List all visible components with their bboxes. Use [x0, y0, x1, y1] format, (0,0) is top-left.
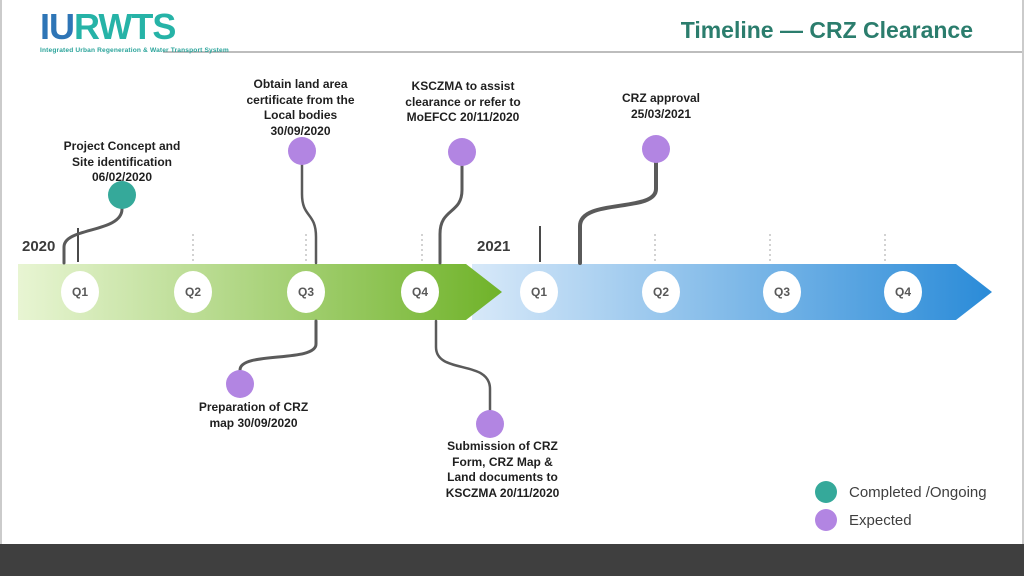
quarter-circle-2021-q1 [520, 271, 558, 313]
quarter-circle-2021-q4 [884, 271, 922, 313]
logo-wordmark: IURWTS [40, 9, 229, 45]
logo-wordmark-iu: IU [40, 6, 75, 47]
milestone-label-crz-map: Preparation of CRZ map 30/09/2020 [198, 400, 309, 430]
left-border [0, 0, 2, 576]
legend-completed-dot [815, 481, 837, 503]
milestone-dot-expected-5 [226, 370, 254, 398]
milestone-dot-expected-2 [288, 137, 316, 165]
legend-expected-label: Expected [849, 512, 912, 529]
connector-milestone-2 [300, 163, 318, 265]
milestone-label-land-certificate: Obtain land area certificate from the Lo… [246, 77, 355, 138]
connectors [62, 161, 658, 412]
logo-tagline: Integrated Urban Regeneration & Water Tr… [40, 47, 229, 54]
quarter-circle-2020-q1 [61, 271, 99, 313]
connector-milestone-5 [238, 319, 318, 372]
connector-milestone-3 [438, 164, 464, 265]
quarter-label-2021-q4: Q4 [894, 285, 911, 299]
quarter-circles [61, 271, 922, 313]
quarter-label-2020-q1: Q1 [71, 285, 88, 299]
milestone-label-project-concept: Project Concept and Site identification … [63, 139, 181, 185]
quarter-circle-2020-q2 [174, 271, 212, 313]
milestone-label-crz-approval: CRZ approval 25/03/2021 [621, 91, 700, 121]
milestone-dot-expected-3 [448, 138, 476, 166]
year-label-2020: 2020 [22, 238, 56, 255]
right-border [1022, 0, 1024, 576]
legend-completed-label: Completed /Ongoing [849, 484, 987, 501]
quarter-circle-2020-q3 [287, 271, 325, 313]
legend-expected-dot [815, 509, 837, 531]
quarter-label-2020-q4: Q4 [411, 285, 428, 299]
milestone-dot-expected-4 [642, 135, 670, 163]
quarter-label-2020-q2: Q2 [184, 285, 201, 299]
milestone-label-crz-submission: Submission of CRZ Form, CRZ Map & Land d… [445, 439, 560, 500]
milestone-dot-expected-6 [476, 410, 504, 438]
quarter-label-2020-q3: Q3 [297, 285, 314, 299]
quarter-circle-2020-q4 [401, 271, 439, 313]
year-ticks [77, 226, 541, 262]
page-title: Timeline — CRZ Clearance [680, 17, 973, 43]
logo-wordmark-rwts: RWTS [74, 6, 176, 47]
footer-bar [0, 544, 1024, 576]
connector-milestone-1 [62, 207, 124, 265]
milestone-dot-completed-1 [108, 181, 136, 209]
connector-milestone-6 [434, 319, 492, 412]
year-label-2021: 2021 [477, 238, 511, 255]
year-2020-arrow [18, 264, 502, 320]
milestone-label-ksczma-clearance: KSCZMA to assist clearance or refer to M… [405, 79, 521, 125]
quarter-circle-2021-q2 [642, 271, 680, 313]
quarter-label-2021-q1: Q1 [530, 285, 547, 299]
connector-milestone-4 [578, 161, 658, 265]
quarter-label-2021-q3: Q3 [773, 285, 790, 299]
year-2021-arrow [472, 264, 992, 320]
quarter-circle-2021-q3 [763, 271, 801, 313]
quarter-label-2021-q2: Q2 [652, 285, 669, 299]
header-divider [163, 51, 1022, 53]
logo: IURWTS Integrated Urban Regeneration & W… [40, 9, 229, 55]
